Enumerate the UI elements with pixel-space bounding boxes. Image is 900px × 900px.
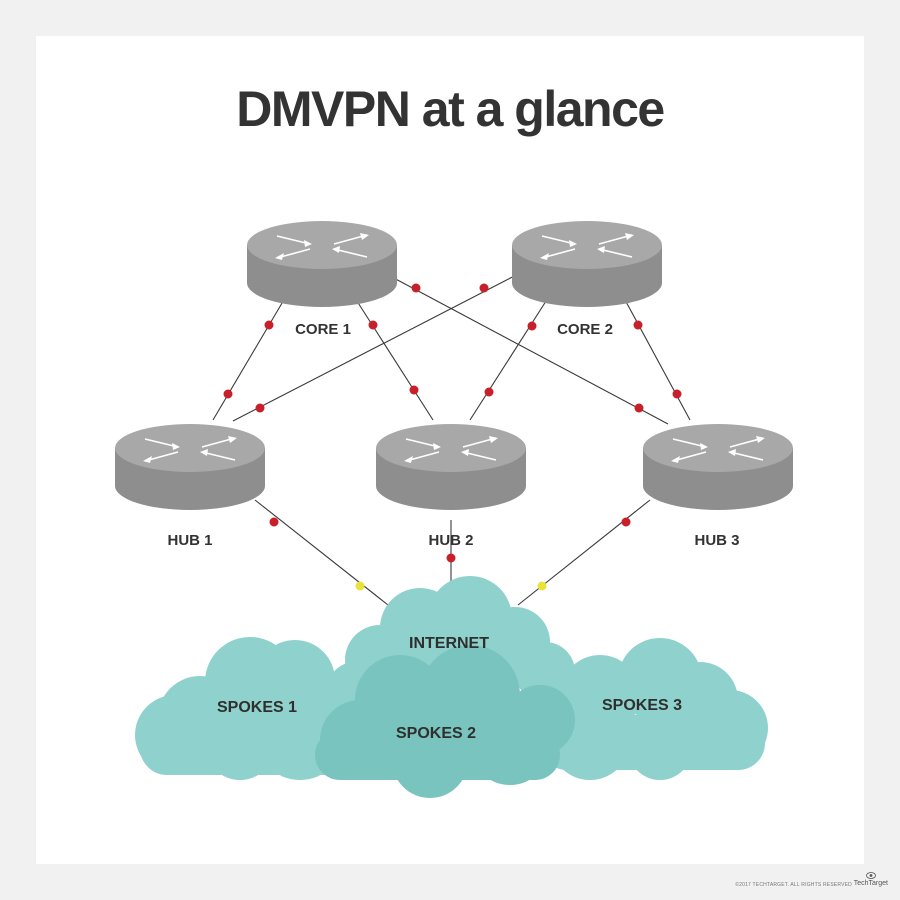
label-internet: INTERNET — [409, 635, 489, 652]
brand-logo: TechTarget — [854, 872, 888, 888]
dot-red — [411, 283, 421, 293]
dot-red — [223, 389, 233, 399]
router-hub2 — [376, 424, 526, 510]
link-core1-hub2 — [354, 297, 434, 421]
label-hub2: HUB 2 — [428, 532, 473, 549]
eye-icon — [865, 872, 876, 879]
dot-yellow — [355, 581, 365, 591]
cloud-spokes2 — [315, 645, 575, 798]
link-dots — [223, 283, 682, 593]
link-hub1-internet — [254, 499, 389, 606]
dot-red — [621, 517, 631, 527]
label-core2: CORE 2 — [557, 321, 613, 338]
link-core2-hub3 — [623, 297, 691, 421]
router-core1 — [247, 221, 397, 307]
router-hub1 — [115, 424, 265, 510]
dot-red — [479, 283, 489, 293]
label-hub1: HUB 1 — [167, 532, 212, 549]
dot-red — [446, 553, 456, 563]
link-core1-hub1 — [212, 297, 286, 421]
router-core2 — [512, 221, 662, 307]
dot-yellow — [537, 581, 547, 591]
clouds — [135, 576, 768, 798]
dot-red — [634, 403, 644, 413]
label-spokes3: SPOKES 3 — [602, 697, 682, 714]
dot-red — [409, 385, 419, 395]
dot-red — [264, 320, 274, 330]
brand-name: TechTarget — [853, 880, 888, 887]
link-hub3-internet — [517, 499, 651, 606]
dot-red — [527, 321, 537, 331]
link-core2-hub1 — [232, 271, 523, 422]
label-spokes1: SPOKES 1 — [217, 699, 297, 716]
label-hub3: HUB 3 — [694, 532, 739, 549]
dot-red — [484, 387, 494, 397]
dot-red — [368, 320, 378, 330]
dot-red — [255, 403, 265, 413]
copyright-text: ©2017 TECHTARGET. ALL RIGHTS RESERVED — [735, 882, 852, 888]
diagram-title: DMVPN at a glance — [236, 81, 665, 137]
cloud-spokes3 — [522, 638, 768, 780]
dot-red — [269, 517, 279, 527]
label-spokes2: SPOKES 2 — [396, 725, 476, 742]
dot-red — [633, 320, 643, 330]
dot-red — [672, 389, 682, 399]
link-core1-hub3 — [389, 275, 669, 425]
link-core2-hub2 — [469, 297, 549, 421]
router-hub3 — [643, 424, 793, 510]
label-core1: CORE 1 — [295, 321, 351, 338]
